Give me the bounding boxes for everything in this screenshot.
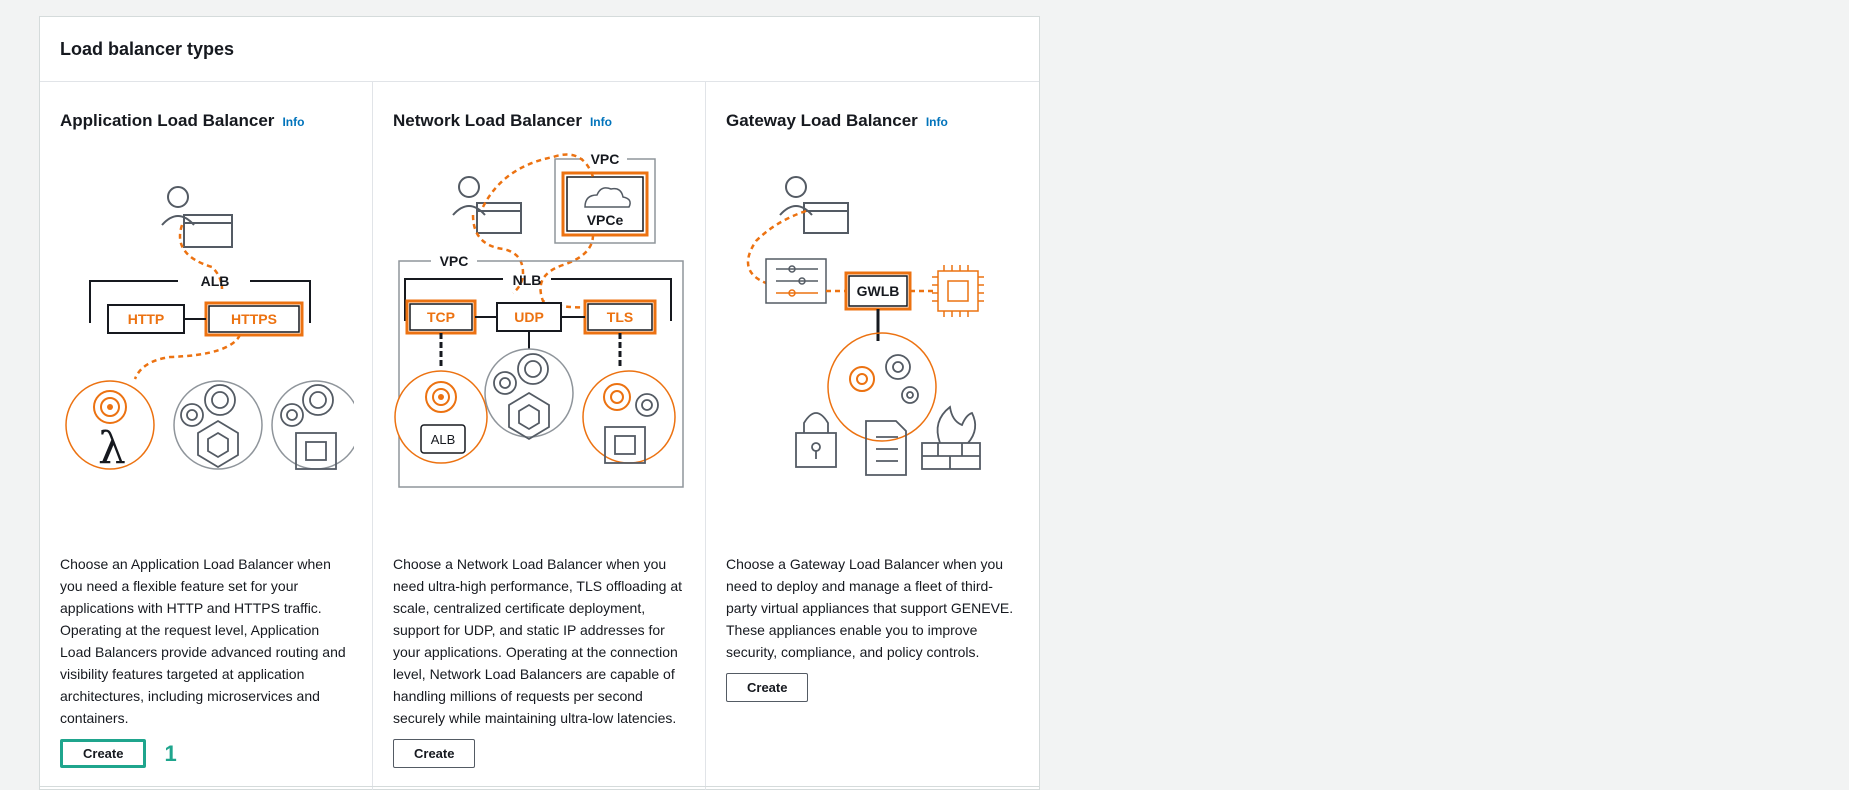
svg-text:ALB: ALB xyxy=(431,432,456,447)
alb-target-icon: ALB xyxy=(394,370,488,464)
svg-text:λ: λ xyxy=(98,423,126,474)
https-box: HTTPS xyxy=(204,301,304,337)
lock-icon xyxy=(795,412,837,468)
card-columns: Application Load Balancer Info xyxy=(40,82,1039,790)
outer-vpc-box: VPC xyxy=(554,151,656,244)
gwlb-create-button[interactable]: Create xyxy=(726,673,809,702)
nlb-title-text: Network Load Balancer xyxy=(393,111,582,130)
step-number-badge: 1 xyxy=(164,740,177,766)
alb-create-button[interactable]: Create xyxy=(60,739,147,768)
nlb-illustration: VPC VPCe xyxy=(393,145,685,545)
udp-box: UDP xyxy=(496,302,562,332)
svg-text:HTTPS: HTTPS xyxy=(231,311,277,327)
chip-icon xyxy=(932,265,984,317)
nlb-card-title: Network Load Balancer Info xyxy=(393,111,685,131)
gwlb-box: GWLB xyxy=(844,271,912,311)
alb-info-link[interactable]: Info xyxy=(282,115,305,129)
nlb-info-link[interactable]: Info xyxy=(589,115,612,129)
svg-text:TCP: TCP xyxy=(427,309,455,325)
user-icon xyxy=(779,176,849,234)
inner-vpc-box: VPC xyxy=(398,253,684,488)
svg-text:UDP: UDP xyxy=(514,309,544,325)
gwlb-card-title: Gateway Load Balancer Info xyxy=(726,111,1019,131)
tls-box: TLS xyxy=(583,299,657,335)
alb-group-label: ALB xyxy=(201,273,230,289)
gwlb-title-text: Gateway Load Balancer xyxy=(726,111,918,130)
nlb-create-button[interactable]: Create xyxy=(393,739,476,768)
load-balancer-types-panel: Load balancer types Application Load Bal… xyxy=(39,16,1040,790)
instance-target-icon xyxy=(582,370,676,464)
gwlb-description: Choose a Gateway Load Balancer when you … xyxy=(726,556,1014,660)
panel-header: Load balancer types xyxy=(40,17,1039,82)
panel-bottom-divider xyxy=(39,786,1040,787)
nlb-card: Network Load Balancer Info VPC VPCe xyxy=(373,82,706,790)
nlb-description: Choose a Network Load Balancer when you … xyxy=(393,556,683,726)
container-target-icon xyxy=(484,348,574,441)
routing-icon xyxy=(765,258,827,304)
panel-title: Load balancer types xyxy=(60,39,235,59)
user-icon xyxy=(452,176,522,234)
svg-text:GWLB: GWLB xyxy=(857,283,900,299)
tcp-box: TCP xyxy=(405,299,477,335)
http-box: HTTP xyxy=(107,304,185,334)
user-icon xyxy=(161,186,233,248)
container-target-icon xyxy=(173,380,263,470)
firewall-icon xyxy=(921,405,981,470)
alb-card-title: Application Load Balancer Info xyxy=(60,111,352,131)
svg-text:HTTP: HTTP xyxy=(128,311,165,327)
alb-title-text: Application Load Balancer xyxy=(60,111,275,130)
instance-target-icon xyxy=(271,380,354,470)
svg-text:TLS: TLS xyxy=(607,309,633,325)
nlb-group-label: NLB xyxy=(513,272,542,288)
svg-text:VPC: VPC xyxy=(591,151,620,167)
gwlb-card: Gateway Load Balancer Info xyxy=(706,82,1039,790)
gwlb-info-link[interactable]: Info xyxy=(925,115,948,129)
gwlb-illustration: GWLB xyxy=(726,145,1019,545)
appliance-fleet-icon xyxy=(827,332,937,442)
svg-text:VPCe: VPCe xyxy=(587,212,624,228)
alb-card: Application Load Balancer Info xyxy=(40,82,373,790)
alb-description: Choose an Application Load Balancer when… xyxy=(60,556,346,726)
lambda-target-icon: λ xyxy=(65,380,155,474)
vpce-box: VPCe xyxy=(561,171,649,237)
alb-group-box xyxy=(89,280,311,323)
checklist-icon xyxy=(865,420,907,476)
alb-illustration: ALB HTTP HTTPS xyxy=(60,145,354,545)
svg-text:VPC: VPC xyxy=(440,253,469,269)
